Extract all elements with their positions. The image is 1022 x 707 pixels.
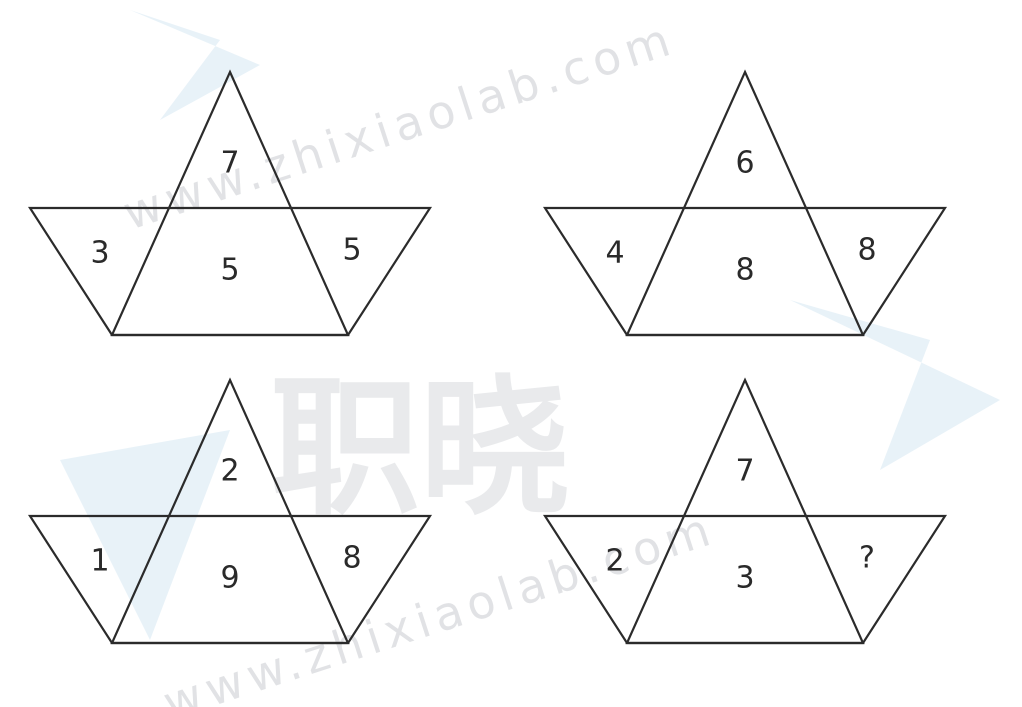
figure-4-triangle (625, 377, 865, 645)
figure-2-right-number: 8 (857, 233, 876, 268)
figure-4-center-number: 3 (735, 561, 754, 596)
figure-1-center-number: 5 (220, 253, 239, 288)
figure-3-left-number: 1 (90, 544, 109, 579)
figure-3: 2 1 9 8 (27, 377, 433, 645)
watermark-logo-shape (60, 430, 230, 640)
figure-2: 6 4 8 8 (542, 69, 948, 337)
figure-1-right-number: 5 (342, 233, 361, 268)
figure-2-left-number: 4 (605, 236, 624, 271)
watermark-logo-shape (130, 10, 260, 120)
figure-3-right-number: 8 (342, 541, 361, 576)
figure-1-left-number: 3 (90, 236, 109, 271)
figure-3-center-number: 9 (220, 561, 239, 596)
figure-3-top-number: 2 (220, 454, 239, 489)
figure-3-triangle (110, 377, 350, 645)
figure-2-top-number: 6 (735, 146, 754, 181)
watermark-layer: 职晓 www.zhixiaolab.com www.zhixiaolab.com (60, 10, 1000, 707)
figure-4: 7 2 3 ? (542, 377, 948, 645)
figure-4-top-number: 7 (735, 454, 754, 489)
watermark-logo-shape (790, 300, 1000, 470)
figure-4-left-number: 2 (605, 544, 624, 579)
figure-1: 7 3 5 5 (27, 69, 433, 337)
figure-2-center-number: 8 (735, 253, 754, 288)
figure-2-triangle (625, 69, 865, 337)
watermark-cjk: 职晓 (270, 362, 570, 536)
figure-1-triangle (110, 69, 350, 337)
watermark-url: www.zhixiaolab.com (117, 11, 682, 241)
figure-4-right-number: ? (859, 541, 875, 576)
figure-1-top-number: 7 (220, 146, 239, 181)
